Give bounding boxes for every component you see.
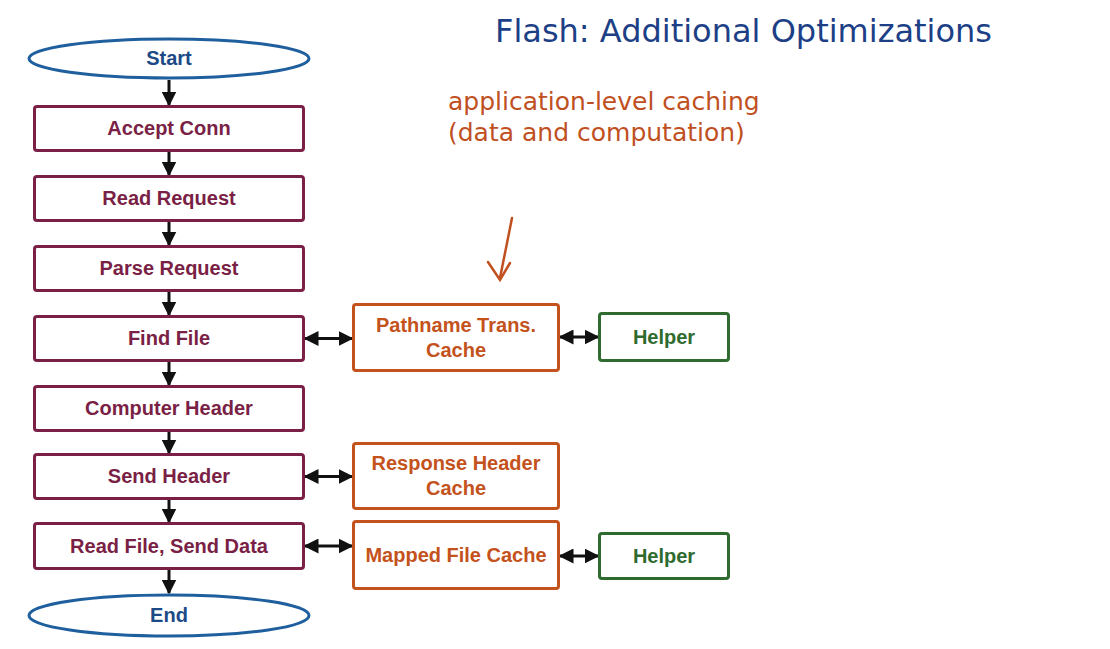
node-label: Computer Header [79, 396, 259, 421]
process-box: Read File, Send Data [33, 522, 305, 570]
flow-arrow [305, 475, 352, 478]
node-label: Read Request [96, 186, 241, 211]
node-label: Response Header Cache [355, 451, 557, 501]
cache-box: Response Header Cache [352, 442, 560, 510]
flow-arrow [305, 545, 352, 548]
node-label: Helper [627, 325, 701, 350]
cache-box: Mapped File Cache [352, 520, 560, 590]
node-label: Accept Conn [101, 116, 236, 141]
callout-arrow [488, 218, 512, 280]
helper-box: Helper [598, 312, 730, 362]
annotation-note: application-level caching (data and comp… [448, 86, 808, 149]
flow-arrow [168, 292, 171, 315]
node-label: Helper [627, 544, 701, 569]
flow-arrow [168, 222, 171, 245]
process-box: Read Request [33, 175, 305, 222]
node-label: Start [140, 46, 198, 71]
flow-arrow [560, 336, 598, 339]
node-label: Find File [122, 326, 216, 351]
node-label: Send Header [102, 464, 236, 489]
terminal-ellipse: Start [27, 37, 311, 80]
flow-arrow [168, 432, 171, 453]
node-label: Parse Request [94, 256, 245, 281]
flow-arrow [560, 555, 598, 558]
process-box: Send Header [33, 453, 305, 500]
cache-box: Pathname Trans. Cache [352, 303, 560, 372]
node-label: Mapped File Cache [359, 543, 552, 568]
process-box: Computer Header [33, 385, 305, 432]
flow-arrow [168, 570, 171, 593]
terminal-ellipse: End [27, 593, 311, 638]
process-box: Parse Request [33, 245, 305, 292]
node-label: Read File, Send Data [64, 534, 274, 559]
helper-box: Helper [598, 532, 730, 580]
flow-arrow [168, 80, 171, 105]
flow-arrow [168, 152, 171, 175]
flow-arrow [168, 362, 171, 385]
flow-arrow [305, 337, 352, 340]
node-label: Pathname Trans. Cache [355, 313, 557, 363]
title: Flash: Additional Optimizations [495, 12, 992, 50]
process-box: Find File [33, 315, 305, 362]
flow-arrow [168, 500, 171, 522]
process-box: Accept Conn [33, 105, 305, 152]
node-label: End [144, 603, 194, 628]
